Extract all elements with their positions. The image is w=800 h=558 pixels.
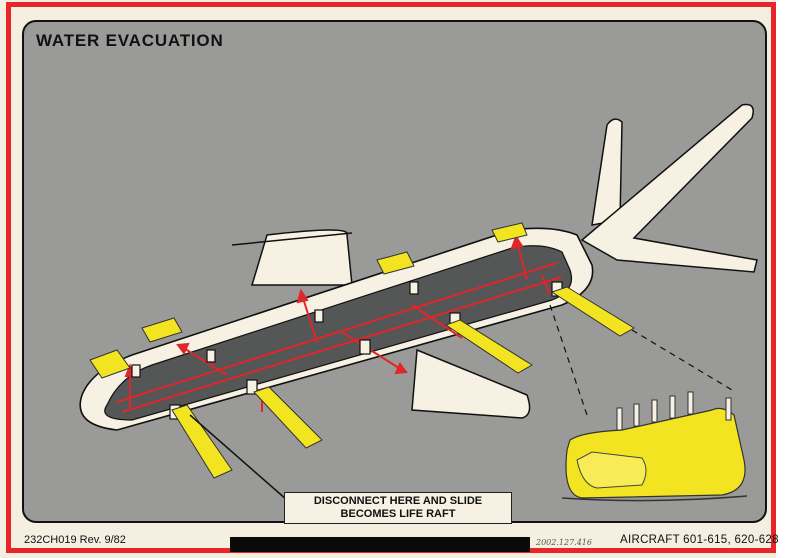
vertical-stabilizer [591,118,623,226]
slide-raft [171,404,233,479]
left-wing [250,229,353,286]
water-evacuation-illustration [79,103,758,502]
slide-raft [141,317,183,343]
callout-label: DISCONNECT HERE AND SLIDE BECOMES LIFE R… [284,492,512,524]
slide-raft [550,286,635,337]
form-number: 232CH019 Rev. 9/82 [24,534,126,546]
aircraft-numbers: AIRCRAFT 601-615, 620-628 [620,534,779,546]
handwritten-catalog-number: 2002.127.416 [536,538,592,547]
slide-raft [376,251,415,275]
slide-raft [253,386,323,449]
redaction-bar [230,537,530,552]
callout-line-1: DISCONNECT HERE AND SLIDE [313,495,483,507]
page-title: WATER EVACUATION [36,31,224,50]
life-raft-detail [561,391,748,502]
slide-raft [444,319,533,374]
callout-line-2: BECOMES LIFE RAFT [340,508,456,520]
horizontal-stabilizer [580,103,758,273]
scan-edge [776,0,800,558]
slide-raft [491,222,528,243]
right-wing [411,348,531,419]
slide-raft [89,349,131,379]
